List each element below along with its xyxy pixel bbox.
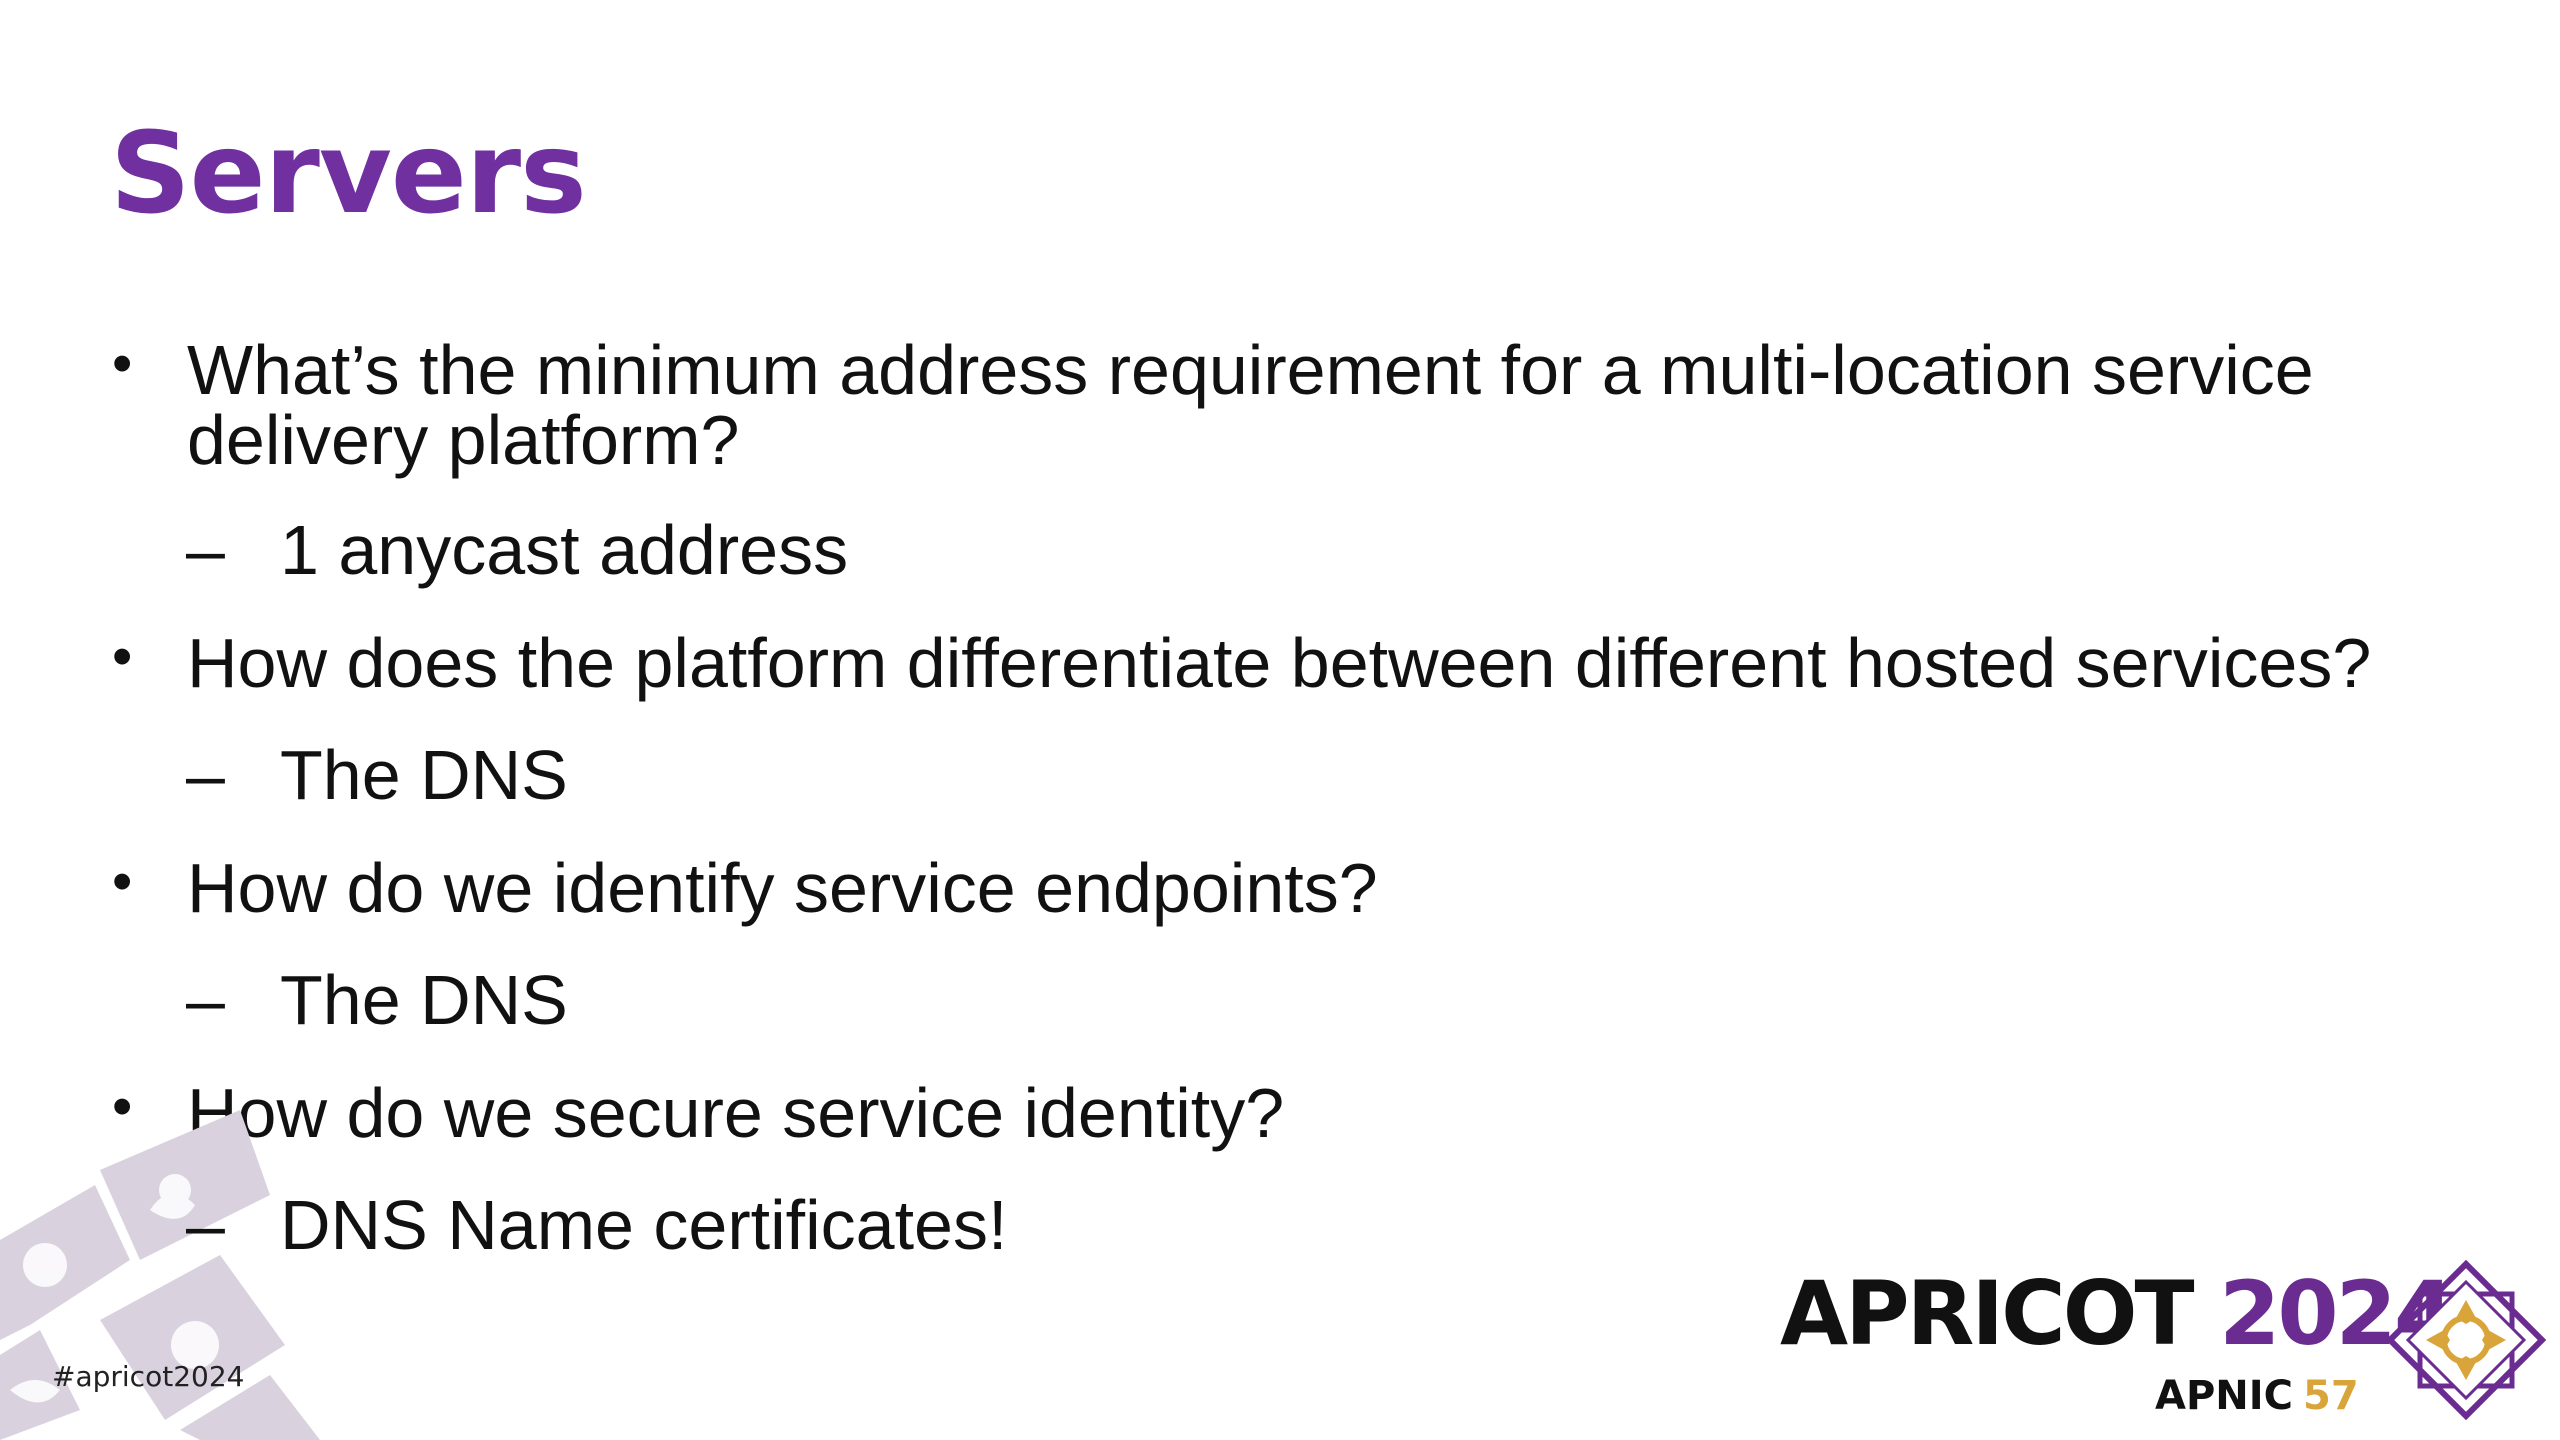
dash-marker: – xyxy=(186,736,225,814)
bullet-text: How do we identify service endpoints? xyxy=(187,849,1378,927)
bullet-marker: • xyxy=(112,849,133,914)
slide-title: Servers xyxy=(110,109,587,239)
logo-number: 57 xyxy=(2303,1373,2359,1419)
dash-marker: – xyxy=(186,1186,225,1264)
bullet-text-line2: delivery platform? xyxy=(187,401,740,479)
hashtag-label: #apricot2024 xyxy=(52,1360,245,1393)
bullet-marker: • xyxy=(112,331,133,396)
logo-wordmark: APRICOT 2024 xyxy=(1780,1270,2455,1358)
bullet-text: How does the platform differentiate betw… xyxy=(187,624,2372,702)
bullet-marker: • xyxy=(112,1074,133,1139)
corner-pattern-decoration xyxy=(0,1110,320,1440)
dash-marker: – xyxy=(186,511,225,589)
dash-marker: – xyxy=(186,961,225,1039)
sub-item-text: DNS Name certificates! xyxy=(280,1186,1008,1264)
sub-item-text: The DNS xyxy=(280,736,568,814)
logo-org: APNIC xyxy=(2155,1373,2293,1419)
sub-item-text: 1 anycast address xyxy=(280,511,849,589)
apricot-emblem-icon xyxy=(2386,1260,2546,1420)
logo-word: APRICOT xyxy=(1780,1262,2195,1365)
bullet-marker: • xyxy=(112,624,133,689)
bullet-text: How do we secure service identity? xyxy=(187,1074,1285,1152)
sub-item-text: The DNS xyxy=(280,961,568,1039)
bullet-text: What’s the minimum address requirement f… xyxy=(187,331,2314,409)
